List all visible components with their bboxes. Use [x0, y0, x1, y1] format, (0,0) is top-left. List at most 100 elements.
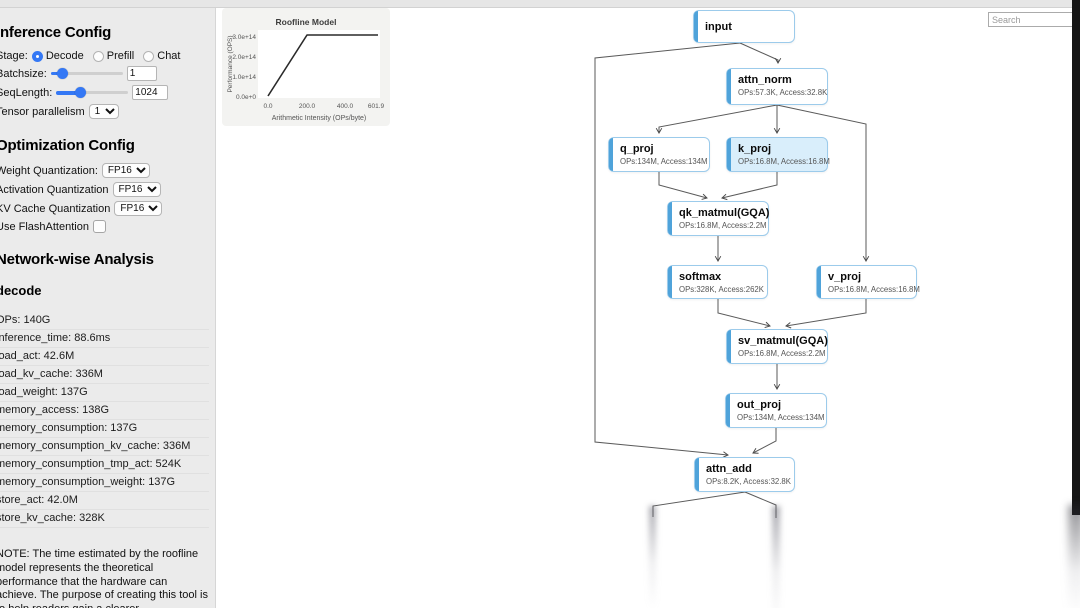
slider-thumb[interactable] [56, 68, 68, 79]
radio-selected-icon[interactable] [31, 50, 43, 62]
edge-input-attn_add-residual [594, 42, 741, 458]
seqlength-slider[interactable] [56, 87, 129, 98]
stat-row-memory-consumption-kv-cache: memory_consumption_kv_cache:336M [0, 438, 209, 456]
stat-value: 524K [155, 458, 182, 470]
slider-track[interactable] [56, 91, 129, 94]
edge-attn_norm-q_proj [655, 104, 778, 134]
roofline-chart: Roofline Model 3.0e+14 2.0e+14 1.0e+14 0… [227, 17, 385, 122]
node-title: q_proj [620, 143, 654, 155]
node-title: v_proj [828, 271, 862, 283]
node-stats: OPs:16.8M, Access:2.2M [738, 349, 826, 358]
node-title: k_proj [738, 143, 772, 155]
node-k_proj-selected[interactable]: k_proj OPs:16.8M, Access:16.8M [726, 137, 830, 172]
radio-unselected-icon[interactable] [92, 50, 104, 62]
node-sv_matmul[interactable]: sv_matmul(GQA) OPs:16.8M, Access:2.2M [726, 329, 828, 364]
seqlength-input[interactable] [132, 85, 169, 100]
faded-edge-streak-right [772, 506, 780, 608]
batchsize-input[interactable] [126, 66, 157, 81]
batchsize-slider[interactable] [50, 68, 123, 79]
tensor-parallelism-label: Tensor parallelism [0, 105, 85, 118]
stat-value: 42.0M [47, 494, 78, 506]
node-v_proj[interactable]: v_proj OPs:16.8M, Access:16.8M [816, 265, 920, 299]
slider-thumb[interactable] [75, 87, 87, 98]
node-stats: OPs:16.8M, Access:16.8M [828, 285, 920, 294]
stat-value: 42.6M [43, 350, 75, 362]
stat-label: inference_time: [0, 332, 72, 344]
faded-edge-streak-left [649, 506, 656, 608]
y-tick-3: 3.0e+14 [232, 34, 256, 41]
activation-quantization-label: Activation Quantization [0, 183, 109, 196]
stat-label: store_kv_cache: [0, 512, 77, 524]
stage-option-label: Prefill [106, 50, 135, 62]
node-out_proj[interactable]: out_proj OPs:134M, Access:134M [725, 393, 827, 428]
edge-attn_add-down-left [652, 491, 746, 517]
network-analysis-title: Network-wise Analysis [0, 251, 154, 268]
edge-q_proj-qk_matmul [658, 172, 708, 200]
node-accent-bar [694, 11, 698, 42]
node-stats: OPs:134M, Access:134M [737, 413, 825, 422]
stat-value: 138G [82, 404, 110, 416]
stat-row-load-kv-cache: load_kv_cache:336M [0, 366, 209, 384]
edge-softmax-sv_matmul [717, 299, 771, 329]
kv-cache-quantization-select[interactable]: FP16 [114, 201, 163, 216]
stat-value: 328K [79, 512, 105, 524]
stage-row: Stage: Decode Prefill Chat [0, 50, 209, 62]
radio-unselected-icon[interactable] [143, 50, 155, 62]
node-softmax[interactable]: softmax OPs:328K, Access:262K [667, 265, 768, 299]
stat-value: 140G [23, 314, 51, 326]
flash-attention-checkbox[interactable] [92, 220, 106, 233]
stat-row-store-act: store_act:42.0M [0, 492, 209, 510]
roofline-note: NOTE: The time estimated by the roofline… [0, 548, 208, 608]
inference-config-title: Inference Config [0, 24, 112, 41]
slider-fill [56, 90, 81, 95]
slider-track[interactable] [50, 72, 123, 75]
node-q_proj[interactable]: q_proj OPs:134M, Access:134M [608, 137, 710, 172]
chart-title: Roofline Model [276, 17, 337, 27]
stat-label: load_kv_cache: [0, 368, 73, 380]
edge-k_proj-qk_matmul [721, 172, 778, 201]
stat-row-ops: OPs:140G [0, 312, 209, 330]
node-attn_add[interactable]: attn_add OPs:8.2K, Access:32.8K [694, 457, 795, 492]
y-tick-0: 0.0e+0 [236, 94, 256, 101]
seqlength-label: SeqLength: [0, 86, 53, 99]
activation-quantization-row: Activation Quantization FP16 [0, 182, 209, 197]
stat-label: store_act: [0, 494, 45, 506]
node-attn_norm[interactable]: attn_norm OPs:57.3K, Access:32.8K [726, 68, 828, 105]
seqlength-row: SeqLength: [0, 85, 209, 100]
y-axis-label: Performance (OPS) [227, 35, 234, 92]
x-tick-1: 200.0 [299, 103, 316, 110]
flash-attention-row: Use FlashAttention [0, 220, 209, 233]
search-input[interactable] [988, 12, 1076, 27]
roofline-chart-card: Roofline Model 3.0e+14 2.0e+14 1.0e+14 0… [222, 8, 390, 126]
stat-row-memory-consumption-weight: memory_consumption_weight:137G [0, 474, 209, 492]
tensor-parallelism-row: Tensor parallelism 1 [0, 104, 209, 119]
stat-label: memory_consumption_weight: [0, 476, 146, 488]
activation-quantization-select[interactable]: FP16 [112, 182, 161, 197]
node-title: attn_add [706, 463, 752, 475]
stat-row-store-kv-cache: store_kv_cache:328K [0, 510, 209, 528]
config-sidebar: Inference Config Stage: Decode Prefill C… [0, 8, 216, 608]
weight-quantization-select[interactable]: FP16 [101, 163, 150, 178]
stage-radio-prefill[interactable]: Prefill [92, 50, 135, 62]
roofline-series-line [267, 34, 378, 97]
stat-row-inference-time: inference_time:88.6ms [0, 330, 209, 348]
weight-quantization-row: Weight Quantization: FP16 [0, 163, 209, 178]
batchsize-label: Batchsize: [0, 67, 47, 80]
analysis-stats-list: OPs:140G inference_time:88.6ms load_act:… [0, 312, 209, 528]
edge-attn_norm-v_proj [776, 104, 870, 262]
tensor-parallelism-select[interactable]: 1 [88, 104, 119, 119]
kv-cache-quantization-label: KV Cache Quantization [0, 202, 111, 215]
node-input[interactable]: input [693, 10, 795, 43]
stat-row-memory-access: memory_access:138G [0, 402, 209, 420]
stat-row-memory-consumption: memory_consumption:137G [0, 420, 209, 438]
stat-value: 137G [148, 476, 176, 488]
x-axis-label: Arithmetic Intensity (OPs/byte) [272, 115, 367, 122]
slider-fill [50, 72, 61, 75]
stage-radio-chat[interactable]: Chat [143, 50, 181, 62]
node-accent-bar [668, 202, 672, 235]
stage-radio-decode[interactable]: Decode [31, 50, 84, 62]
node-qk_matmul[interactable]: qk_matmul(GQA) OPs:16.8M, Access:2.2M [667, 201, 769, 236]
x-tick-0: 0.0 [263, 103, 272, 110]
stat-label: memory_access: [0, 404, 80, 416]
